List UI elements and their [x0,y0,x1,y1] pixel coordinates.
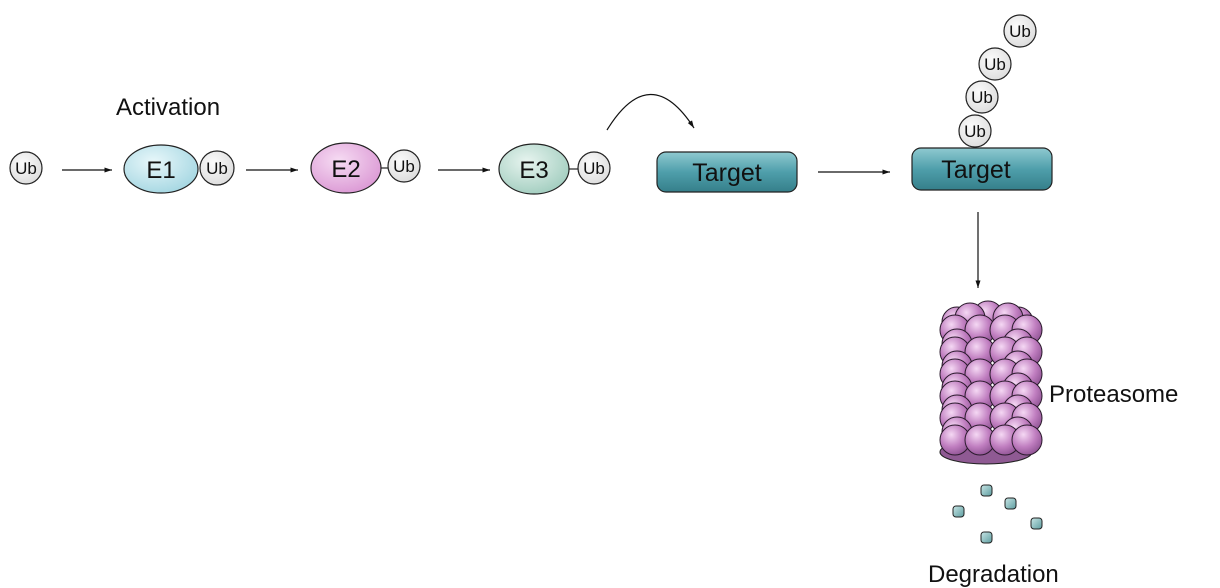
ubiquitin-label: Ub [971,88,993,107]
e1-enzyme [123,144,199,194]
peptide-fragment [952,505,965,518]
polyubiquitin-chain: Ub Ub Ub Ub [958,14,1037,148]
degradation-label: Degradation [928,561,1059,588]
ubiquitin-label: Ub [583,159,605,178]
degradation-fragments [952,484,1043,544]
e2-label: E2 [331,156,360,183]
e2-ubiquitin [387,149,421,183]
peptide-fragment [1004,497,1017,510]
e3-label: E3 [519,157,548,184]
target-label: Target [692,159,762,187]
ubiquitin-label: Ub [15,159,37,178]
proteasome [939,300,1043,465]
activation-label: Activation [116,94,220,121]
ubiquitin-label: Ub [964,122,986,141]
e2-complex: E2 Ub [310,142,421,194]
peptide-fragment [980,484,993,497]
free-ubiquitin: Ub [9,151,43,185]
e1-complex: E1 Ub [123,144,235,194]
arrow-transfer-to-target [606,93,695,131]
ubiquitin-label: Ub [1009,22,1031,41]
e1-ubiquitin [199,150,235,186]
ubiquitin-label: Ub [984,55,1006,74]
peptide-fragment [980,531,993,544]
ubiquitin-label: Ub [206,159,228,178]
target-protein: Target [656,151,798,193]
e3-ubiquitin [577,151,611,185]
e3-complex: E3 Ub [498,143,611,195]
e1-label: E1 [146,157,175,184]
ubiquitinated-target-protein: Target [911,147,1053,191]
ubiquitin-label: Ub [393,157,415,176]
peptide-fragment [1030,517,1043,530]
proteasome-label: Proteasome [1049,381,1178,408]
target-label: Target [941,156,1011,184]
proteasome-subunit [1011,424,1043,456]
